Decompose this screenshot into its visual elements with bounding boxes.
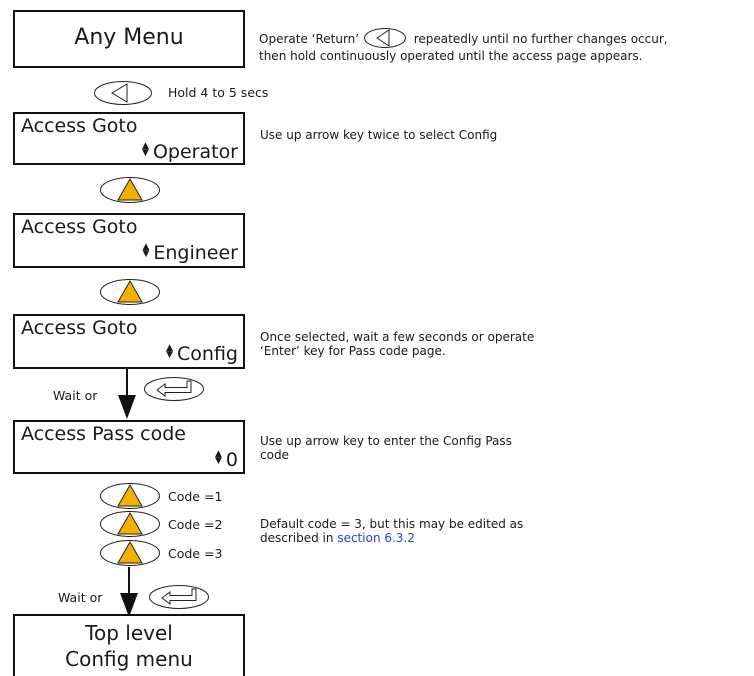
screen-line1: Access Goto [21, 216, 138, 238]
return-key-icon[interactable] [93, 80, 153, 106]
updown-arrows-icon: ▲▼ [166, 343, 174, 360]
enter-passcode-instruction: Use up arrow key to enter the Config Pas… [260, 434, 512, 462]
up-arrow-key-icon[interactable] [99, 510, 161, 538]
updown-arrows-icon: ▲▼ [142, 242, 150, 259]
flow-arrow-down-icon [115, 369, 139, 421]
enter-key-icon[interactable] [148, 584, 210, 610]
top-level-line1: Top level [85, 621, 173, 645]
default-code-note: Default code = 3, but this may be edited… [260, 517, 524, 545]
access-goto-operator-screen: Access Goto ▲▼Operator [13, 112, 245, 165]
hold-label: Hold 4 to 5 secs [168, 85, 269, 100]
screen-line1: Access Pass code [21, 423, 186, 445]
code-label: Code =1 [168, 489, 223, 504]
code-label: Code =2 [168, 517, 223, 532]
any-menu-screen: Any Menu [13, 10, 245, 68]
screen-line2: ▲▼0 [214, 449, 238, 471]
wait-or-label: Wait or [58, 590, 103, 605]
up-arrow-key-icon[interactable] [99, 482, 161, 510]
screen-line1: Access Goto [21, 115, 138, 137]
once-selected-instruction: Once selected, wait a few seconds or ope… [260, 330, 535, 358]
up-arrow-key-icon[interactable] [99, 539, 161, 567]
updown-arrows-icon: ▲▼ [214, 449, 222, 466]
any-menu-title: Any Menu [74, 25, 184, 50]
screen-line1: Access Goto [21, 317, 138, 339]
access-goto-config-screen: Access Goto ▲▼Config [13, 314, 245, 369]
screen-line2: ▲▼Config [166, 343, 238, 365]
access-goto-engineer-screen: Access Goto ▲▼Engineer [13, 213, 245, 268]
up-arrow-key-icon[interactable] [99, 176, 161, 204]
return-instruction-line1: Operate ‘Return’ repeatedly until no fur… [259, 28, 668, 48]
screen-line2: ▲▼Engineer [142, 242, 238, 264]
section-link[interactable]: section 6.3.2 [337, 531, 415, 545]
top-level-config-screen: Top level Config menu [13, 614, 245, 676]
code-label: Code =3 [168, 546, 223, 561]
screen-line2: ▲▼Operator [142, 141, 238, 163]
select-config-instruction: Use up arrow key twice to select Config [260, 128, 498, 142]
enter-key-icon[interactable] [143, 376, 205, 402]
updown-arrows-icon: ▲▼ [142, 141, 149, 158]
up-arrow-key-icon[interactable] [99, 278, 161, 306]
return-instruction: Operate ‘Return’ repeatedly until no fur… [259, 27, 754, 63]
flow-arrow-down-icon [117, 567, 141, 619]
top-level-line2: Config menu [65, 647, 193, 671]
wait-or-label: Wait or [53, 388, 98, 403]
return-instruction-line2: then hold continuously operated until th… [259, 49, 643, 63]
return-key-icon [363, 27, 407, 49]
access-passcode-screen: Access Pass code ▲▼0 [13, 420, 245, 474]
